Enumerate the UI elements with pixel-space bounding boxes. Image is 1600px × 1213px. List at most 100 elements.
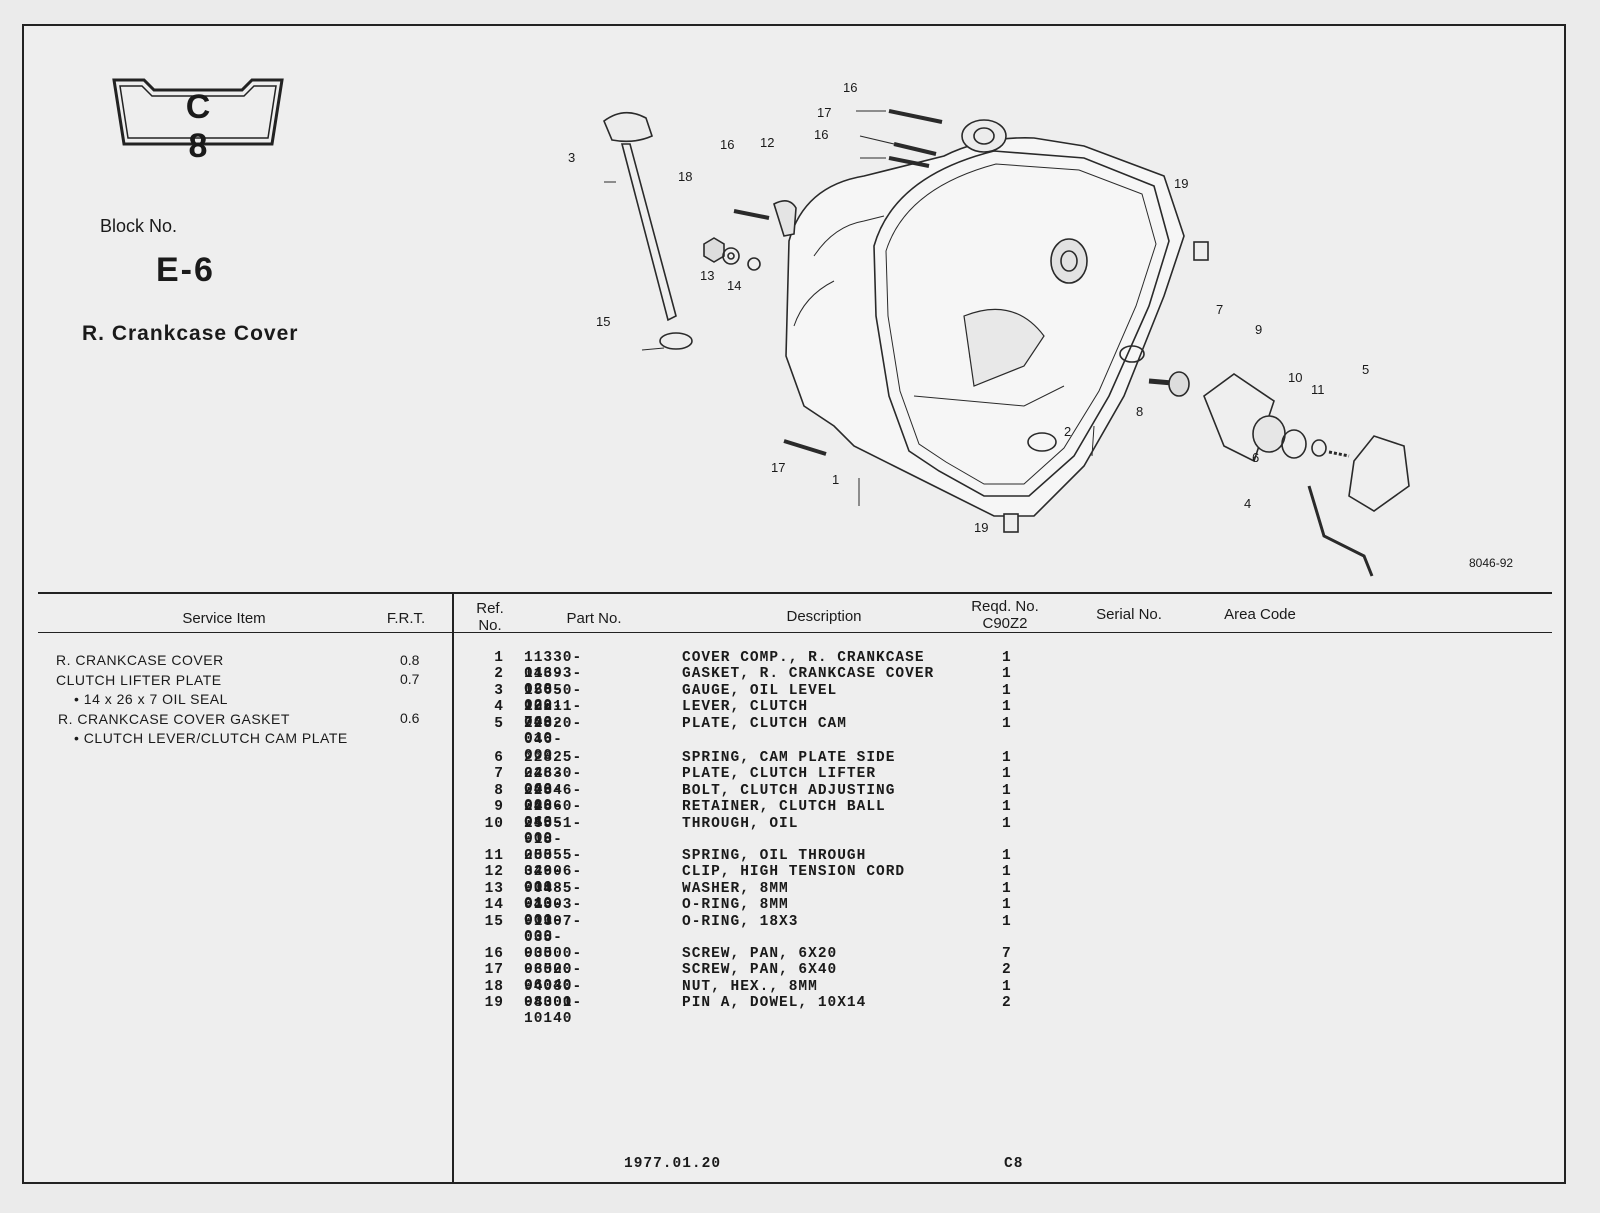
part-no-cell: 22846-046-010: [524, 782, 583, 831]
diagram-callout: 14: [727, 278, 742, 293]
qty-cell: 1: [1002, 782, 1012, 799]
qty-cell: 2: [1002, 995, 1012, 1012]
badge-text: C 8: [185, 88, 251, 165]
description-cell: O-RING, 18X3: [682, 913, 799, 930]
ref-no-cell: 16: [484, 946, 504, 962]
description-cell: O-RING, 8MM: [682, 897, 789, 914]
diagram-callout: 6: [1252, 450, 1260, 465]
part-no-cell: 91303-001-000: [524, 897, 583, 946]
col-header-serial-no: Serial No.: [1096, 606, 1162, 623]
ref-no-cell: 1: [494, 650, 504, 666]
diagram-callout: 4: [1244, 496, 1252, 511]
part-no-cell: 11330-046-020: [524, 650, 583, 698]
part-no-cell: 15650-102-700: [524, 682, 583, 731]
block-number: E-6: [156, 251, 215, 289]
description-cell: SPRING, OIL THROUGH: [682, 848, 867, 864]
col-header-description: Description: [786, 608, 862, 625]
description-cell: LEVER, CLUTCH: [682, 699, 809, 716]
qty-cell: 1: [1002, 848, 1012, 864]
part-no-cell: 93500-06020: [524, 946, 583, 978]
service-frt: 0.8: [400, 652, 420, 668]
qty-cell: 1: [1002, 815, 1012, 832]
diagram-callout: 16: [814, 127, 829, 142]
exploded-diagram: [603, 109, 1410, 577]
col-header-ref-no: Ref. No.: [476, 600, 504, 634]
ref-no-cell: 18: [484, 978, 504, 995]
diagram-callout: 11: [1311, 382, 1325, 397]
part-no-cell: 22830-046-000: [524, 766, 583, 815]
part-no-cell: 25555-046-000: [524, 848, 583, 896]
col-header-reqd-no: Reqd. No.: [971, 598, 1039, 615]
oil-level-gauge: [603, 111, 693, 350]
ref-no-cell: 2: [494, 666, 504, 683]
table-top-rule: [38, 592, 1552, 594]
part-no-cell: 22820-046-000: [524, 715, 583, 764]
ref-no-cell: 4: [494, 699, 504, 716]
section-badge: C 8: [108, 76, 288, 165]
description-cell: THROUGH, OIL: [682, 815, 799, 832]
description-cell: BOLT, CLUTCH ADJUSTING: [682, 782, 896, 799]
footer-date: 1977.01.20: [624, 1156, 722, 1172]
qty-cell: 7: [1002, 946, 1012, 962]
part-no-cell: 22860-046-000: [524, 799, 583, 848]
col-header-area-code: Area Code: [1224, 606, 1296, 623]
qty-cell: 1: [1002, 750, 1012, 766]
col-header-part-no: Part No.: [566, 610, 622, 627]
parts-catalog-page: C 8 Block No. E-6 R. Crankcase Cover: [22, 24, 1566, 1184]
ref-no-cell: 3: [494, 682, 504, 699]
qty-cell: 1: [1002, 650, 1012, 666]
qty-cell: 1: [1002, 699, 1012, 716]
ref-no-cell: 13: [484, 880, 504, 897]
description-cell: SCREW, PAN, 6X40: [682, 962, 838, 979]
part-no-cell: 22811-046-010: [524, 699, 583, 748]
ref-no-cell: 17: [484, 962, 504, 979]
description-cell: RETAINER, CLUTCH BALL: [682, 799, 886, 816]
qty-cell: 1: [1002, 766, 1012, 783]
col-header-model: C90Z2: [982, 615, 1028, 632]
qty-cell: 1: [1002, 799, 1012, 816]
description-cell: SCREW, PAN, 6X20: [682, 946, 838, 962]
diagram-callout: 5: [1362, 362, 1370, 377]
ref-no-cell: 6: [494, 750, 504, 766]
description-cell: GAUGE, OIL LEVEL: [682, 682, 838, 699]
qty-cell: 1: [1002, 897, 1012, 914]
diagram-callout: 16: [843, 80, 858, 95]
qty-cell: 1: [1002, 978, 1012, 995]
ref-no-cell: 5: [494, 715, 504, 732]
part-no-cell: 93500-06040: [524, 962, 583, 995]
diagram-callout: 3: [568, 150, 576, 165]
ref-no-cell: 10: [484, 815, 504, 832]
diagram-callout: 13: [700, 268, 715, 283]
diagram-callout: 16: [720, 137, 735, 152]
table-header-rule: [38, 632, 1552, 633]
diagram-callout: 19: [1174, 176, 1189, 191]
qty-cell: 1: [1002, 864, 1012, 881]
description-cell: PLATE, CLUTCH LIFTER: [682, 766, 877, 783]
part-no-cell: 94030-08000: [524, 978, 583, 1011]
qty-cell: 1: [1002, 666, 1012, 683]
service-item: • 14 x 26 x 7 OIL SEAL: [74, 691, 228, 707]
page-title: R. Crankcase Cover: [82, 322, 299, 345]
qty-cell: 1: [1002, 913, 1012, 930]
qty-cell: 1: [1002, 682, 1012, 699]
qty-cell: 2: [1002, 962, 1012, 979]
ref-no-cell: 12: [484, 864, 504, 881]
ref-no-cell: 14: [484, 897, 504, 914]
description-cell: WASHER, 8MM: [682, 880, 789, 897]
part-no-cell: 90485-040-000: [524, 880, 583, 929]
diagram-callout: 12: [760, 135, 775, 150]
service-item: R. CRANKCASE COVER: [56, 652, 224, 668]
diagram-callout: 15: [596, 314, 611, 329]
description-cell: CLIP, HIGH TENSION CORD: [682, 864, 906, 881]
service-item: R. CRANKCASE COVER GASKET: [58, 711, 290, 727]
description-cell: SPRING, CAM PLATE SIDE: [682, 750, 896, 766]
diagram-callout: 7: [1216, 302, 1224, 317]
diagram-callout: 10: [1288, 370, 1303, 385]
qty-cell: 1: [1002, 880, 1012, 897]
description-cell: COVER COMP., R. CRANKCASE: [682, 650, 925, 666]
figure-code: 8046-92: [1469, 556, 1514, 570]
diagram-callout: 8: [1136, 404, 1144, 419]
description-cell: NUT, HEX., 8MM: [682, 978, 818, 995]
description-cell: PLATE, CLUTCH CAM: [682, 715, 847, 732]
ref-no-cell: 9: [494, 799, 504, 816]
